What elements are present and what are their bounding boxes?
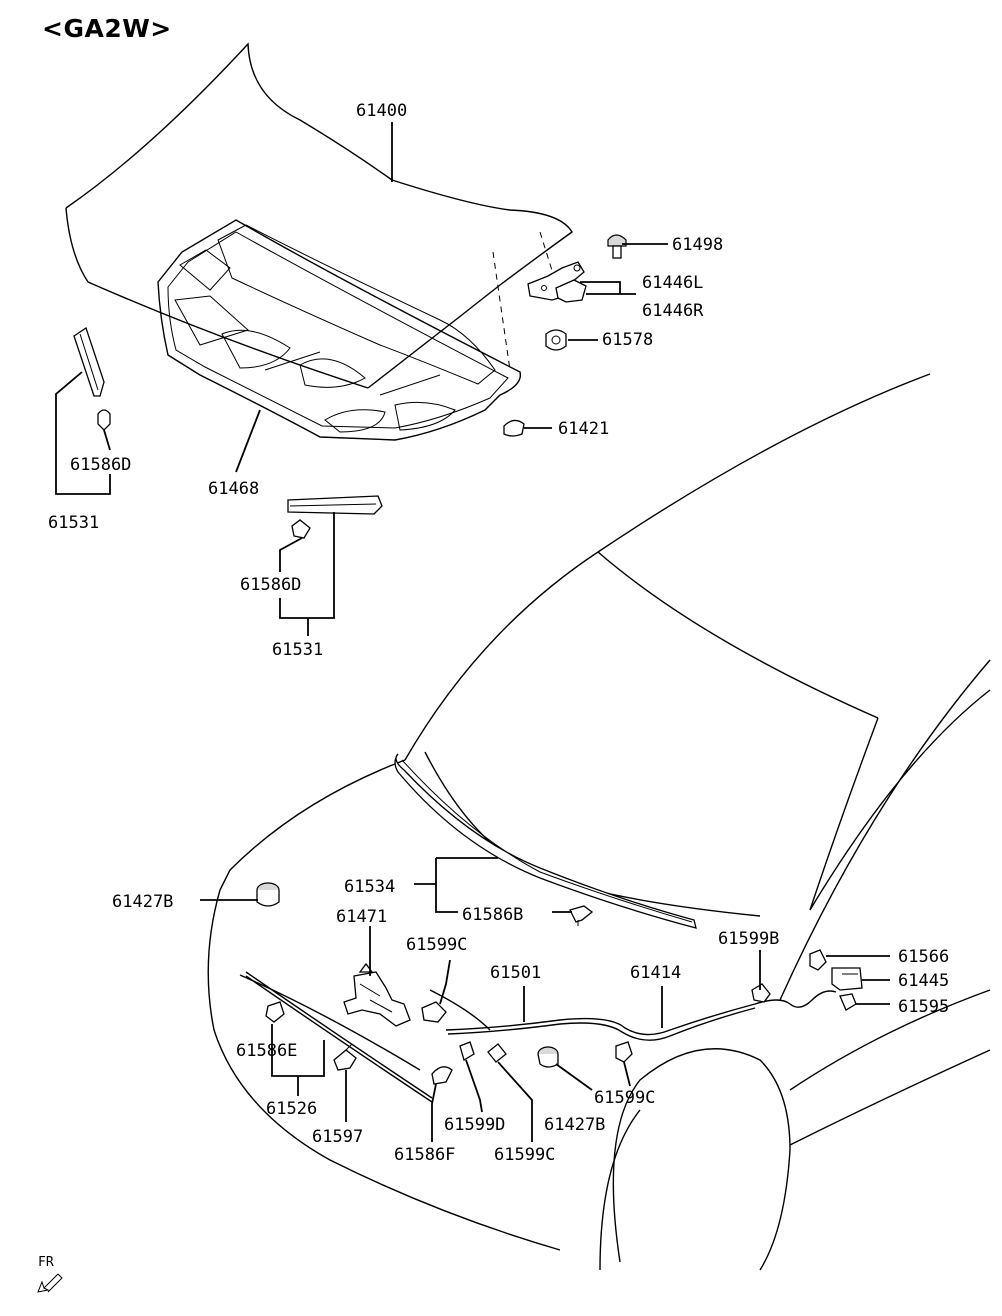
label-61586E: 61586E bbox=[236, 1041, 297, 1061]
front-label: FR bbox=[38, 1255, 54, 1270]
hood-release-cable bbox=[429, 989, 837, 1041]
label-61531-center: 61531 bbox=[272, 640, 323, 660]
vehicle-body bbox=[207, 373, 991, 1271]
label-61498: 61498 bbox=[672, 235, 723, 255]
label-61421: 61421 bbox=[558, 419, 609, 439]
label-61578: 61578 bbox=[602, 330, 653, 350]
label-61599D: 61599D bbox=[444, 1115, 505, 1135]
hood-support-rod bbox=[245, 971, 433, 1103]
cable-clamps bbox=[421, 983, 771, 1063]
label-61599C-top: 61599C bbox=[406, 935, 467, 955]
label-61414: 61414 bbox=[630, 963, 681, 983]
label-61501: 61501 bbox=[490, 963, 541, 983]
label-61599B: 61599B bbox=[718, 929, 779, 949]
label-61468: 61468 bbox=[208, 479, 259, 499]
label-61566: 61566 bbox=[898, 947, 949, 967]
label-61531-left: 61531 bbox=[48, 513, 99, 533]
label-61586D-center: 61586D bbox=[240, 575, 301, 595]
hood-cushion-left bbox=[256, 882, 280, 907]
label-61534: 61534 bbox=[344, 877, 395, 897]
hood-bumper bbox=[503, 419, 525, 437]
leader-lines bbox=[55, 122, 890, 1142]
hood-lock bbox=[343, 962, 411, 1027]
front-direction-marker: FR bbox=[37, 1255, 63, 1293]
rod-clip bbox=[265, 1001, 285, 1023]
label-61586B: 61586B bbox=[462, 905, 523, 925]
label-61445: 61445 bbox=[898, 971, 949, 991]
weatherstrip-clip bbox=[569, 905, 594, 926]
hood-panel bbox=[65, 42, 573, 389]
label-61595: 61595 bbox=[898, 997, 949, 1017]
part-labels: 61400 61498 61446L 61446R 61578 61421 61… bbox=[48, 101, 949, 1165]
hood-insulator bbox=[157, 219, 522, 441]
label-61427B-center: 61427B bbox=[544, 1115, 605, 1135]
hood-seal-strip-center bbox=[287, 495, 383, 539]
diagram-title: <GA2W> bbox=[42, 14, 172, 43]
hood-weatherstrip bbox=[394, 753, 697, 929]
hood-seal-strip-left bbox=[73, 326, 111, 431]
label-61446L: 61446L bbox=[642, 273, 703, 293]
label-61471: 61471 bbox=[336, 907, 387, 927]
label-61597: 61597 bbox=[312, 1127, 363, 1147]
rod-holder-clip bbox=[431, 1066, 453, 1085]
label-61446R: 61446R bbox=[642, 301, 704, 321]
label-61586D-left: 61586D bbox=[70, 455, 131, 475]
label-61599C-bottom: 61599C bbox=[494, 1145, 555, 1165]
label-61599C-right: 61599C bbox=[594, 1088, 655, 1108]
label-61400: 61400 bbox=[356, 101, 407, 121]
label-61427B-left: 61427B bbox=[112, 892, 173, 912]
release-handle bbox=[809, 949, 863, 1011]
hood-hinges bbox=[527, 261, 587, 303]
front-arrow-icon bbox=[37, 1273, 63, 1293]
label-61526: 61526 bbox=[266, 1099, 317, 1119]
hinge-bolt bbox=[607, 234, 627, 259]
hood-striker bbox=[333, 1043, 357, 1071]
label-61586F: 61586F bbox=[394, 1145, 455, 1165]
hood-cushion-center bbox=[537, 1046, 559, 1068]
hinge-nut bbox=[545, 329, 567, 351]
